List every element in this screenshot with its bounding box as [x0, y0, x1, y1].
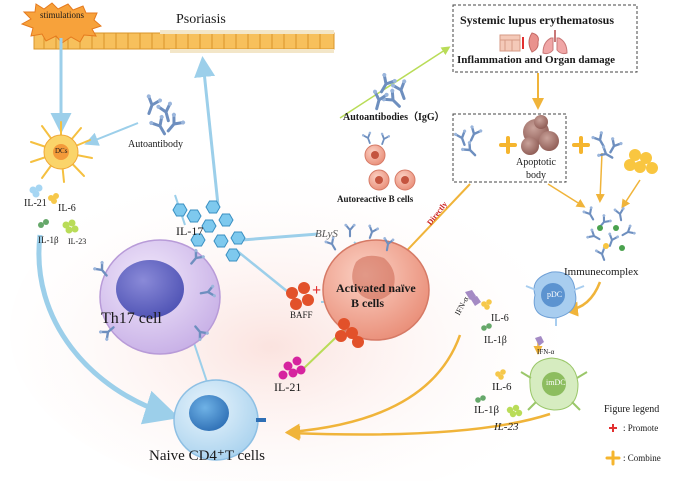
naive-cd4-label: Naive CD4⁺T cells: [149, 448, 265, 464]
sle-title: Systemic lupus erythematosus: [460, 13, 615, 27]
kidney-icon: [528, 32, 539, 53]
il1b-top-label: IL-1β: [38, 235, 59, 245]
right-cytokine-icons: [465, 290, 544, 418]
autoreactive-b-label: Autoreactive B cells: [337, 194, 414, 204]
immunecomplex-label: Immunecomplex: [564, 266, 639, 278]
blys-label: BLyS: [315, 228, 338, 240]
sle-subtitle: Inflammation and Organ damage: [457, 54, 615, 66]
autoantibodies-igg-label: Autoantibodies（IgG）: [343, 112, 445, 123]
arrows-layer: [36, 38, 641, 441]
activated-b-cell-icon: [322, 222, 430, 348]
igg-antibody-group-icon: [367, 70, 414, 114]
skin-epidermis-icon: [33, 30, 335, 53]
apoptotic-body-label: Apoptotic body: [516, 157, 556, 181]
sle-box: [452, 4, 638, 73]
legend-combine-label: : Combine: [623, 453, 661, 463]
lungs-icon: [542, 30, 568, 55]
il23-top-label: IL-23: [68, 237, 87, 246]
th17-cell-icon: [91, 239, 221, 355]
il1b-imdc-label: IL-1β: [474, 404, 500, 416]
pdc-label: pDC: [547, 290, 563, 299]
legend-combine-icon: [605, 450, 621, 466]
baff-label: BAFF: [290, 310, 313, 320]
immunecomplex-icon: [580, 204, 638, 263]
il23-imdc-label: IL-23: [494, 421, 519, 433]
autoantibody-label: Autoantibody: [128, 139, 183, 150]
il6-top-label: IL-6: [58, 203, 76, 214]
autoreactive-b-cells-icon: [360, 130, 416, 191]
dendritic-cell-icon: [30, 121, 93, 183]
autoantibody-group-icon: [139, 92, 188, 140]
pdc-cell-icon: [525, 271, 585, 326]
apoptotic-body-icon: [452, 115, 559, 161]
il21-cluster-icon: [278, 356, 306, 380]
ifn-a-mid-label: IFN-α: [537, 348, 555, 356]
il1b-pdc-label: IL-1β: [484, 335, 507, 346]
il17-label: IL-17: [176, 224, 204, 238]
legend-promote-icon: [609, 424, 617, 432]
activated-b-label-line2: B cells: [351, 296, 384, 310]
psoriasis-label: Psoriasis: [176, 12, 226, 27]
dcs-label: DCs: [55, 147, 68, 155]
il6-pdc-label: IL-6: [491, 313, 509, 324]
il21-mid-label: IL-21: [274, 380, 302, 394]
combine-plus-icon: [499, 136, 590, 154]
stimulations-label: stimulations: [40, 10, 85, 20]
il21-top-label: IL-21: [24, 198, 47, 209]
baff-cluster-icon: [286, 282, 314, 310]
activated-b-label-line1: Activated naïve: [336, 281, 416, 295]
promote-plus: +: [312, 282, 322, 299]
naive-t-cell-icon: [173, 379, 266, 461]
imdc-cell-icon: [520, 357, 588, 411]
imdc-label: imDC: [546, 378, 566, 387]
free-antibody-group-icon: [589, 129, 625, 165]
cytokine-cluster-icon: [29, 184, 79, 234]
legend-promote-label: : Promote: [623, 423, 659, 433]
skin-tissue-icon: [499, 34, 521, 52]
legend-title: Figure legend: [604, 404, 660, 415]
stimulation-burst-icon: [20, 2, 102, 44]
antigen-cluster-icon: [624, 149, 658, 174]
il6-imdc-label: IL-6: [492, 381, 512, 393]
th17-label: Th17 cell: [101, 310, 162, 327]
apoptotic-box: [452, 113, 567, 183]
